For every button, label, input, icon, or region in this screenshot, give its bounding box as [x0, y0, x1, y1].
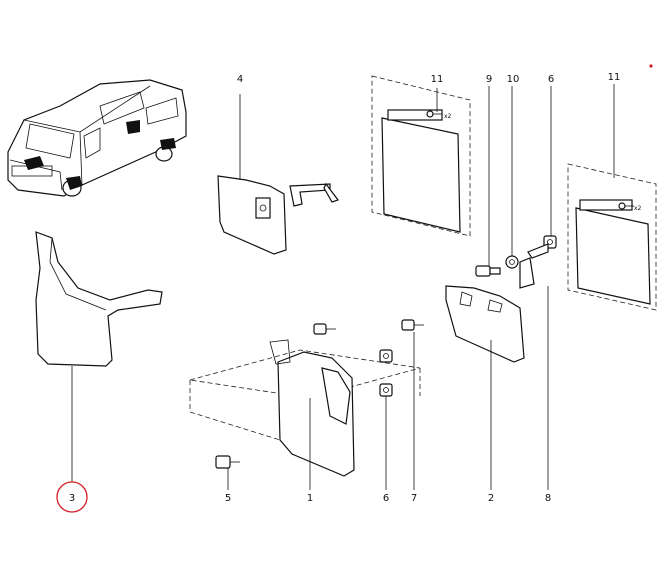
callout-labels: 4 11 9 10 6 11 5 1 6 7 2 8 3	[56, 72, 621, 513]
part-11-mudflap-right-box: x2	[567, 163, 657, 311]
fastener-top	[313, 323, 336, 335]
part-10-washer	[505, 255, 519, 269]
callout-2: 2	[488, 493, 494, 504]
callout-5: 5	[225, 493, 231, 504]
part-2-rear-flap	[445, 285, 525, 363]
callout-6a: 6	[548, 74, 554, 85]
qty-mark-a: x2	[444, 113, 452, 120]
part-8-bracket	[519, 243, 549, 289]
fastener-7	[401, 319, 424, 331]
part-3-front-mudflap	[35, 231, 163, 367]
callout-8: 8	[545, 493, 551, 504]
part-9-bolt	[475, 265, 501, 277]
part-4-rear-flap	[217, 175, 339, 255]
part-11-mudflap-left-box: x2	[371, 75, 471, 237]
callout-10: 10	[507, 74, 520, 85]
callout-3: 3	[69, 493, 75, 504]
callout-7: 7	[411, 493, 417, 504]
qty-mark-b: x2	[634, 205, 642, 212]
callout-11b: 11	[608, 72, 621, 83]
van-illustration	[7, 79, 187, 197]
callout-11a: 11	[431, 74, 444, 85]
callout-1: 1	[307, 493, 313, 504]
fastener-5	[215, 455, 240, 469]
highlight-circle[interactable]	[56, 481, 88, 513]
fastener-6-upper	[379, 349, 393, 363]
bolt-icon	[618, 202, 634, 210]
callout-9: 9	[486, 74, 492, 85]
leader-lines	[71, 84, 615, 490]
callout-6b: 6	[383, 493, 389, 504]
fastener-6-lower	[379, 383, 393, 397]
accent-dot	[649, 64, 653, 68]
callout-4: 4	[237, 74, 243, 85]
part-1-front-flap	[189, 339, 421, 477]
bolt-icon	[426, 110, 442, 118]
